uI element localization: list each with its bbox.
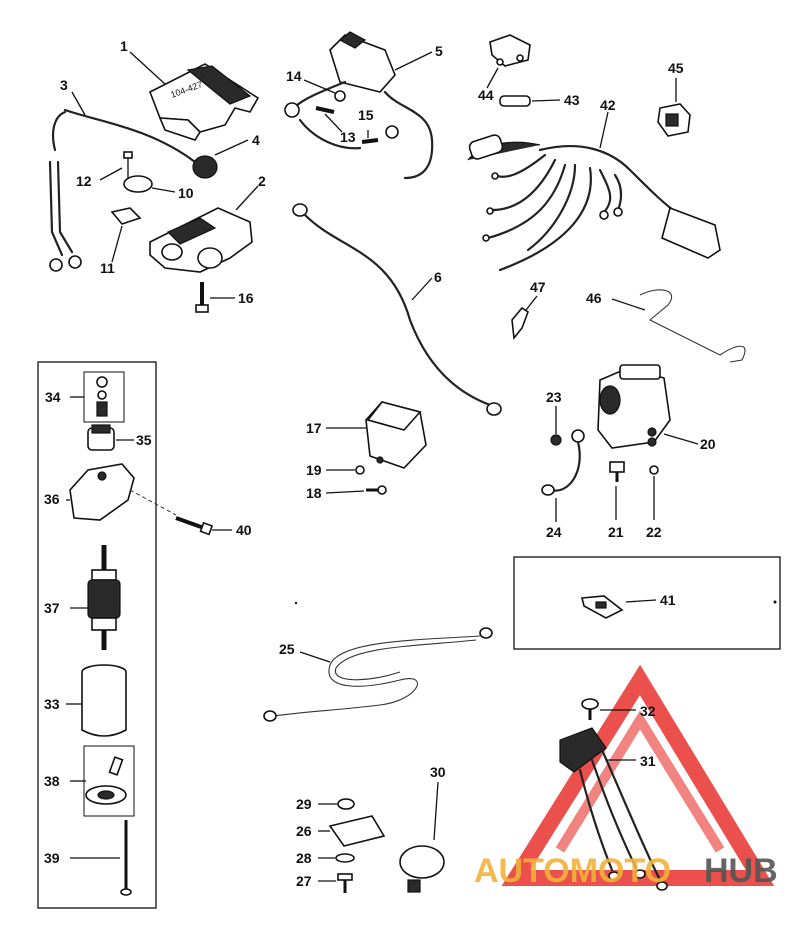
stray-mark bbox=[773, 600, 777, 604]
callout-2: 2 bbox=[258, 173, 266, 189]
part-end-frame bbox=[69, 463, 135, 521]
watermark-text-automoto: AUTOMOTO bbox=[474, 852, 671, 890]
part-motor-frame bbox=[81, 664, 127, 737]
part-grommet-45 bbox=[657, 103, 691, 137]
callout-47: 47 bbox=[530, 279, 546, 295]
part-terminal-47 bbox=[511, 306, 529, 341]
part-top-cover: 104-427 bbox=[148, 63, 260, 141]
watermark-text-hub: HUB bbox=[704, 852, 778, 890]
callout-28: 28 bbox=[296, 850, 312, 866]
part-relay-17 bbox=[365, 401, 427, 469]
callout-17: 17 bbox=[306, 420, 322, 436]
callout-1: 1 bbox=[120, 38, 128, 54]
part-screw-21 bbox=[609, 461, 625, 482]
callout-34: 34 bbox=[45, 389, 61, 405]
callout-21: 21 bbox=[608, 524, 624, 540]
callout-45: 45 bbox=[668, 60, 684, 76]
watermark-logo bbox=[501, 664, 775, 886]
part-wire-bracket-46 bbox=[639, 289, 746, 363]
part-long-bolt-39 bbox=[120, 820, 132, 896]
part-through-bolt-40 bbox=[175, 516, 214, 536]
callout-10: 10 bbox=[178, 185, 194, 201]
part-nut-29 bbox=[337, 798, 355, 810]
part-connector-41 bbox=[580, 595, 624, 619]
part-end-cap bbox=[85, 756, 127, 805]
callout-13: 13 bbox=[340, 129, 356, 145]
callout-26: 26 bbox=[296, 823, 312, 839]
callout-46: 46 bbox=[586, 290, 602, 306]
part-bottom-bracket bbox=[149, 207, 253, 273]
callout-12: 12 bbox=[76, 173, 92, 189]
callout-43: 43 bbox=[564, 92, 580, 108]
callout-33: 33 bbox=[44, 696, 60, 712]
part-washer-22 bbox=[649, 465, 659, 475]
callout-18: 18 bbox=[306, 485, 322, 501]
part-screw-13 bbox=[315, 106, 335, 114]
callout-31: 31 bbox=[640, 753, 656, 769]
callout-37: 37 bbox=[44, 600, 60, 616]
part-screw-15 bbox=[361, 138, 379, 144]
starter-motor-box bbox=[37, 361, 157, 909]
callout-39: 39 bbox=[44, 850, 60, 866]
callout-24: 24 bbox=[546, 524, 562, 540]
part-washer-14 bbox=[334, 90, 346, 102]
part-hose-clamp-30 bbox=[399, 845, 445, 893]
callout-36: 36 bbox=[44, 491, 60, 507]
part-switch bbox=[284, 31, 434, 180]
callout-4: 4 bbox=[252, 132, 260, 148]
part-clamp-26 bbox=[328, 815, 386, 847]
part-screw-32 bbox=[581, 698, 599, 720]
callout-22: 22 bbox=[646, 524, 662, 540]
part-bolt-16 bbox=[195, 282, 209, 313]
callout-16: 16 bbox=[238, 290, 254, 306]
part-ground-cable bbox=[292, 203, 502, 416]
part-armature bbox=[87, 545, 121, 650]
part-screw-27 bbox=[337, 873, 353, 893]
callout-32: 32 bbox=[640, 703, 656, 719]
part-switch-harness-31 bbox=[559, 727, 668, 891]
callout-30: 30 bbox=[430, 764, 446, 780]
callout-19: 19 bbox=[306, 462, 322, 478]
part-nut-23 bbox=[550, 434, 562, 446]
callout-29: 29 bbox=[296, 796, 312, 812]
part-drive-gear bbox=[87, 424, 115, 451]
part-washer-19 bbox=[355, 465, 365, 475]
callout-25: 25 bbox=[279, 641, 295, 657]
part-screw-clamp bbox=[110, 151, 153, 225]
callout-35: 35 bbox=[136, 432, 152, 448]
part-brush-spring bbox=[96, 376, 108, 417]
callout-6: 6 bbox=[434, 269, 442, 285]
inset-box-41 bbox=[513, 556, 781, 650]
callout-42: 42 bbox=[600, 97, 616, 113]
callout-27: 27 bbox=[296, 873, 312, 889]
callout-20: 20 bbox=[700, 436, 716, 452]
callout-11: 11 bbox=[100, 260, 115, 276]
callout-3: 3 bbox=[60, 77, 68, 93]
callout-41: 41 bbox=[660, 592, 676, 608]
callout-40: 40 bbox=[236, 522, 252, 538]
part-washer-28 bbox=[335, 853, 355, 863]
callout-38: 38 bbox=[44, 773, 60, 789]
part-screw-18 bbox=[366, 485, 387, 495]
part-clip-44 bbox=[489, 34, 531, 67]
part-lead-wire-24 bbox=[541, 429, 585, 496]
callout-23: 23 bbox=[546, 389, 562, 405]
part-cable-plug bbox=[48, 108, 218, 272]
callout-14: 14 bbox=[286, 68, 302, 84]
part-solenoid-20 bbox=[597, 364, 671, 449]
part-fuse-43 bbox=[499, 95, 531, 107]
end-cap-frame bbox=[83, 745, 135, 817]
part-wiring-harness bbox=[467, 134, 721, 272]
callout-15: 15 bbox=[358, 107, 374, 123]
callout-5: 5 bbox=[435, 43, 443, 59]
part-battery-cable-25 bbox=[263, 627, 493, 722]
stray-mark bbox=[294, 601, 298, 605]
callout-44: 44 bbox=[478, 87, 494, 103]
